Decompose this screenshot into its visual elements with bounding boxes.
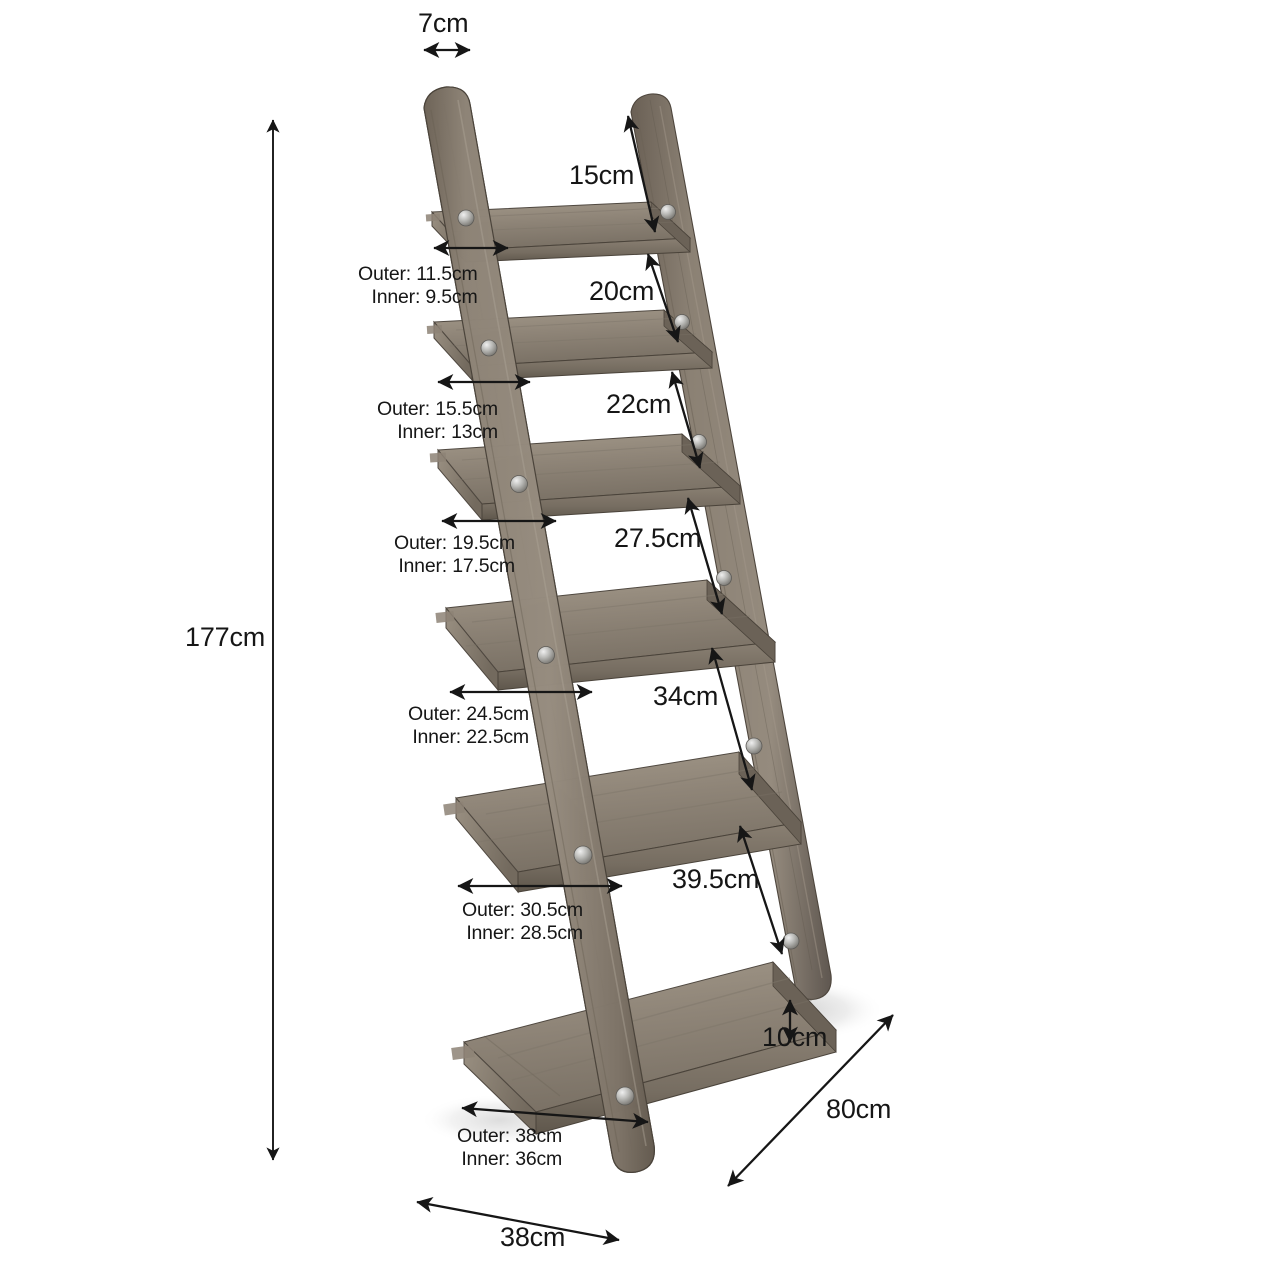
dim-line-gap-2 [645, 253, 681, 343]
shelf-4 [435, 579, 777, 692]
dim-label-bottom-lip: 10cm [762, 1022, 828, 1052]
dim-line-gap-6 [737, 825, 785, 955]
dim-label-shelf-4: Outer: 24.5cm Inner: 22.5cm [408, 703, 529, 749]
shelf-1-inner: Inner: 9.5cm [371, 286, 478, 308]
dim-label-gap-3: 22cm [606, 389, 672, 419]
shelf-2-outer: Outer: 15.5cm [377, 398, 498, 420]
dim-label-gap-4: 27.5cm [614, 523, 702, 553]
dim-label-post-width: 7cm [418, 8, 469, 38]
dim-line-base-width [416, 1196, 620, 1246]
shelf-6-inner: Inner: 36cm [461, 1148, 563, 1170]
dim-label-base-width: 38cm [500, 1222, 566, 1252]
shelf-3-outer: Outer: 19.5cm [394, 532, 515, 554]
dim-line-gap-1 [623, 115, 660, 233]
dim-line-gap-3 [668, 371, 704, 469]
dimension-lines [266, 42, 894, 1246]
dim-line-gap-5 [708, 647, 756, 791]
ladder-front-rail-overlay [423, 86, 655, 1173]
dim-label-shelf-2: Outer: 15.5cm Inner: 13cm [377, 398, 498, 444]
shelf-4-inner: Inner: 22.5cm [412, 726, 529, 748]
dim-label-shelf-3: Outer: 19.5cm Inner: 17.5cm [394, 532, 515, 578]
dim-line-shelf-6 [461, 1101, 649, 1129]
shelf-4-outer: Outer: 24.5cm [408, 703, 529, 725]
shelf-1-outer: Outer: 11.5cm [358, 263, 478, 285]
dim-label-depth: 80cm [826, 1094, 892, 1124]
dim-label-shelf-5: Outer: 30.5cm Inner: 28.5cm [462, 899, 583, 945]
shelf-5-inner: Inner: 28.5cm [466, 922, 583, 944]
dim-label-total-height: 177cm [185, 622, 266, 652]
dim-label-gap-1: 15cm [569, 160, 635, 190]
dim-label-shelf-6: Outer: 38cm Inner: 36cm [457, 1125, 562, 1171]
dim-label-gap-6: 39.5cm [672, 864, 760, 894]
dim-label-gap-2: 20cm [589, 276, 655, 306]
shelf-3-inner: Inner: 17.5cm [398, 555, 515, 577]
dim-label-shelf-1: Outer: 11.5cm Inner: 9.5cm [358, 263, 478, 309]
shelf-5-outer: Outer: 30.5cm [462, 899, 583, 921]
dim-label-gap-5: 34cm [653, 681, 719, 711]
dim-line-gap-4 [684, 497, 726, 615]
shelf-6-outer: Outer: 38cm [457, 1125, 563, 1147]
shelf-2-inner: Inner: 13cm [397, 421, 498, 443]
dim-line-depth [727, 1014, 894, 1187]
